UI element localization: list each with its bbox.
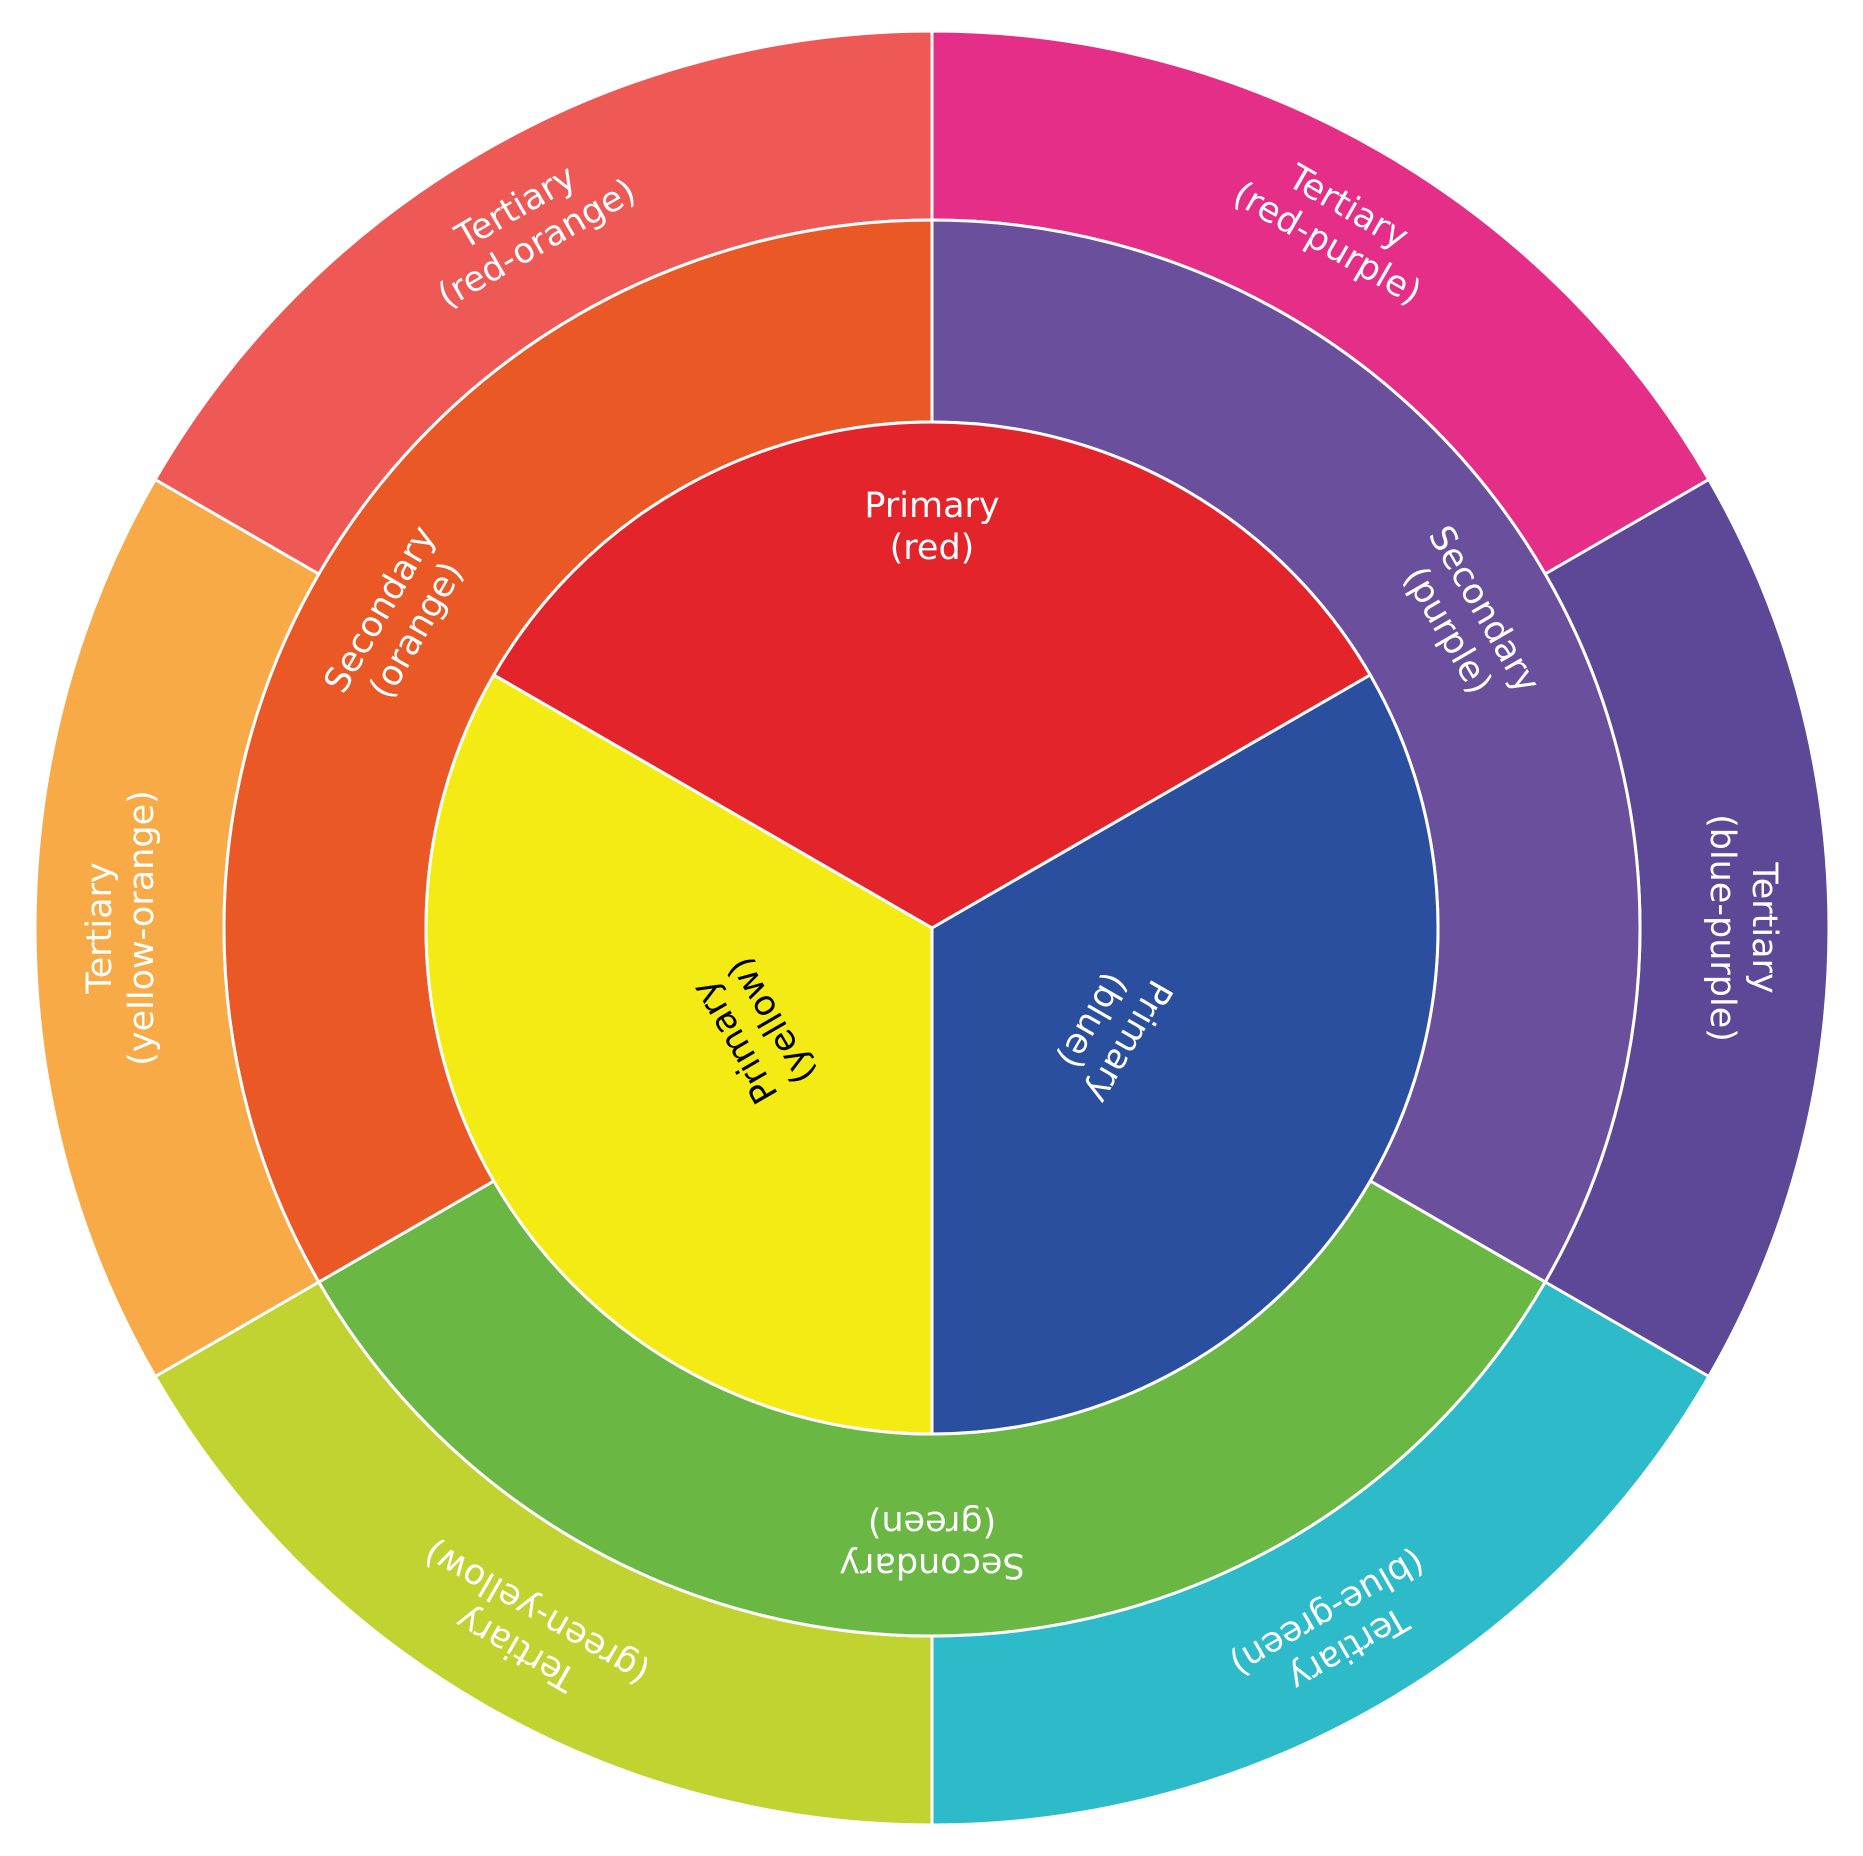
tertiary-label-blue-purple: Tertiary(blue-purple) [1702,814,1784,1042]
primary-subtitle-red: (red) [890,528,975,568]
primary-segment-blue [930,672,1440,1436]
secondary-subtitle-green: (green) [868,1503,996,1543]
secondary-label-green: Secondary(green) [839,1503,1024,1585]
wheel-outline [34,30,1830,1826]
primary-segment-red [491,420,1373,930]
tertiary-subtitle-yellow-orange: (yellow-orange) [122,790,162,1066]
primary-label-red: Primary(red) [864,486,999,568]
primary-segment-yellow [424,672,934,1436]
tertiary-label-yellow-orange: Tertiary(yellow-orange) [80,790,162,1066]
tertiary-title-blue-purple: Tertiary [1744,861,1784,993]
primary-title-red: Primary [864,486,999,526]
tertiary-title-yellow-orange: Tertiary [80,862,120,994]
tertiary-subtitle-blue-purple: (blue-purple) [1702,814,1742,1042]
secondary-title-green: Secondary [839,1545,1024,1585]
